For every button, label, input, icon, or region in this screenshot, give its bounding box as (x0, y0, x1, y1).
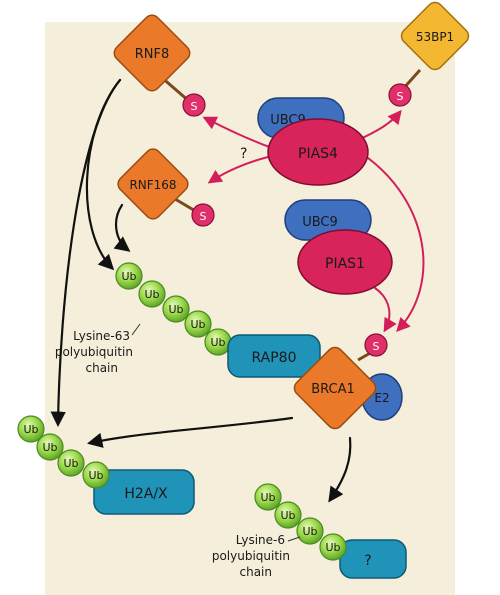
rnf8-sumo: S (182, 93, 206, 117)
rnf168-sumo: S (191, 203, 215, 227)
k6-label-line3: chain (240, 565, 273, 579)
k6-label-line2: polyubiquitin (212, 549, 290, 563)
svg-text:H2A/X: H2A/X (124, 486, 168, 502)
k6-ub-label: Ub (280, 509, 295, 522)
arrow-brca1-to-h2ax (86, 416, 294, 448)
k63-label-line3: chain (86, 361, 119, 375)
arrow-brca1-to-k6-chain (328, 436, 352, 503)
brca1-protein: BRCA1 (293, 346, 377, 430)
k6-ub-2: Ub (274, 501, 302, 529)
arrow-rnf168-to-k63-chain (113, 203, 131, 252)
k6-ub-3: Ub (296, 517, 324, 545)
53bp1-protein: 53BP1 (400, 1, 470, 71)
h2ax-ub-label: Ub (88, 469, 103, 482)
k63-ub-3: Ub (162, 295, 190, 323)
53bp1-sumo: S (388, 83, 412, 107)
h2ax-ub-label: Ub (23, 423, 38, 436)
k63-ub-2: Ub (138, 280, 166, 308)
k63-ub-label: Ub (190, 318, 205, 331)
k63-ub-4: Ub (184, 310, 212, 338)
k6-ub-label: Ub (260, 491, 275, 504)
svg-text:S: S (200, 210, 207, 223)
k63-label-line1: Lysine-63 (73, 329, 130, 343)
svg-text:RNF168: RNF168 (129, 178, 176, 192)
k63-ub-label: Ub (168, 303, 183, 316)
h2ax-ub-3: Ub (57, 449, 85, 477)
pias1-protein: PIAS1 (297, 229, 393, 295)
rnf8-protein: RNF8 (113, 14, 191, 92)
h2ax-protein: H2A/X (93, 469, 195, 515)
svg-text:BRCA1: BRCA1 (311, 382, 355, 397)
svg-text:RNF8: RNF8 (135, 47, 170, 62)
h2ax-ub-4: Ub (82, 461, 110, 489)
k6-ub-label: Ub (325, 541, 340, 554)
arrow-pias4-to-brca1-sumo (367, 157, 425, 333)
svg-text:?: ? (364, 553, 371, 569)
h2ax-ub-2: Ub (36, 433, 64, 461)
rnf168-protein: RNF168 (117, 148, 189, 220)
svg-text:UBC9: UBC9 (302, 215, 338, 230)
svg-text:RAP80: RAP80 (252, 350, 297, 366)
k63-ub-label: Ub (144, 288, 159, 301)
k63-ub-label: Ub (121, 270, 136, 283)
arrow-pias4-to-rnf168-sumo (207, 156, 269, 184)
k63-ub-1: Ub (115, 262, 143, 290)
svg-text:S: S (373, 340, 380, 353)
arrow-rnf8-to-k63-chain (85, 78, 122, 271)
k6-ub-4: Ub (319, 533, 347, 561)
k6-ub-1: Ub (254, 483, 282, 511)
arrow-pias1-to-brca1-sumo (374, 287, 397, 333)
question-mark-label: ? (240, 146, 247, 162)
svg-text:PIAS4: PIAS4 (298, 146, 338, 162)
arrow-pias4-to-rnf8-sumo (202, 116, 273, 149)
svg-text:53BP1: 53BP1 (416, 30, 454, 44)
k63-ub-label: Ub (210, 336, 225, 349)
svg-text:PIAS1: PIAS1 (325, 256, 365, 272)
k63-ub-5: Ub (204, 328, 232, 356)
k6-label-line1: Lysine-6 (236, 533, 285, 547)
k63-label-line2: polyubiquitin (55, 345, 133, 359)
pias4-protein: PIAS4 (267, 118, 369, 186)
h2ax-ub-label: Ub (42, 441, 57, 454)
brca1-sumo: S (364, 333, 388, 357)
svg-text:S: S (191, 100, 198, 113)
unknown-protein: ? (339, 539, 407, 579)
svg-text:E2: E2 (374, 391, 389, 405)
k6-ub-label: Ub (302, 525, 317, 538)
rap80-protein: RAP80 (227, 334, 321, 378)
h2ax-ub-1: Ub (17, 415, 45, 443)
svg-text:S: S (397, 90, 404, 103)
h2ax-ub-label: Ub (63, 457, 78, 470)
